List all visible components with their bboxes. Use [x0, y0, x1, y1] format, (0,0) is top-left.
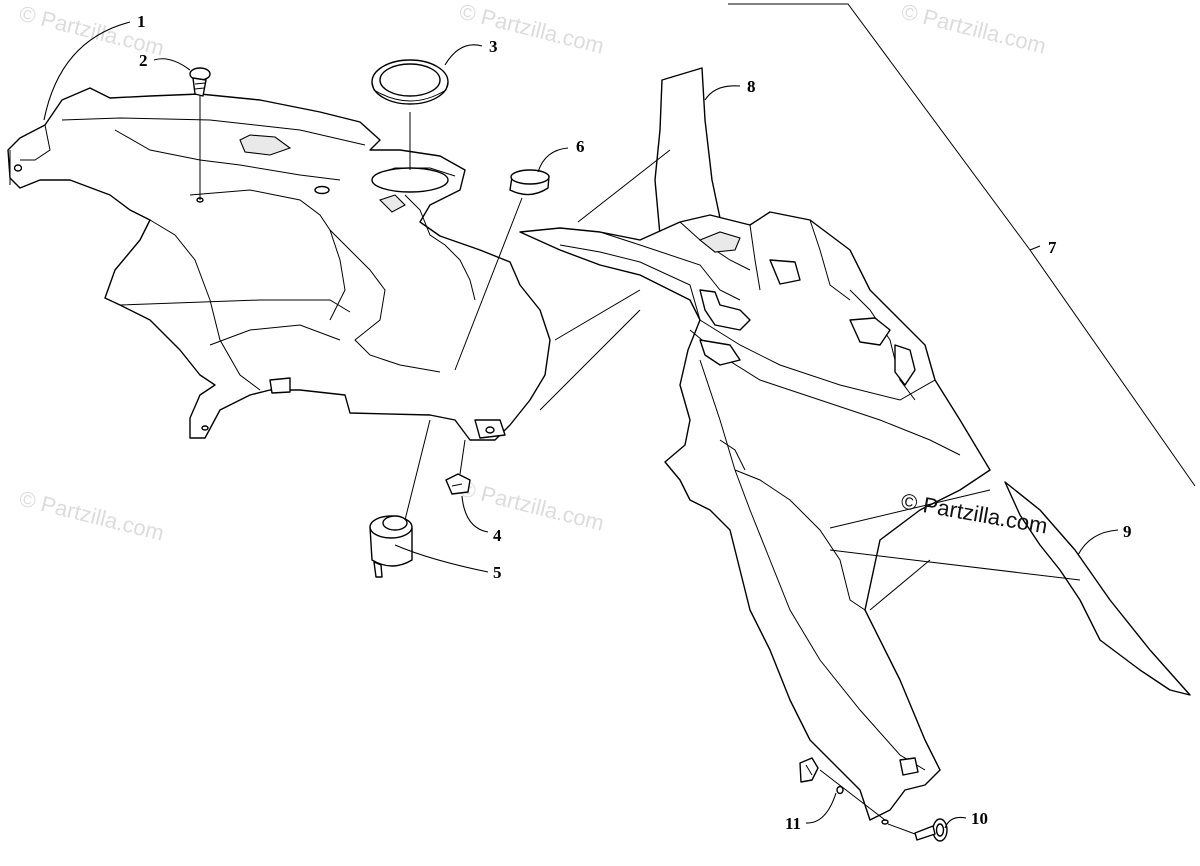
- watermark: © Partzilla.com: [899, 0, 1049, 59]
- part-7-side-panel[interactable]: [519, 211, 991, 825]
- callout-4: 4: [493, 526, 502, 545]
- part-3-ring[interactable]: [371, 59, 449, 105]
- callout-labels: 1 2 3 4 5 6 7 8 9 10 11: [137, 12, 1132, 833]
- part-1-console-panel[interactable]: [7, 87, 551, 441]
- callout-11: 11: [785, 814, 801, 833]
- callout-10: 10: [971, 809, 988, 828]
- callout-8: 8: [747, 77, 756, 96]
- callout-2: 2: [139, 51, 148, 70]
- part-11-clip[interactable]: [799, 757, 844, 795]
- callout-1: 1: [137, 12, 146, 31]
- callout-9: 9: [1123, 522, 1132, 541]
- leader-lines: [43, 21, 1119, 829]
- part-6-bushing[interactable]: [509, 169, 550, 196]
- part-2-screw[interactable]: [189, 67, 211, 97]
- part-10-bolt[interactable]: [914, 818, 948, 842]
- assembly-lines: [199, 3, 1196, 835]
- watermark: © Partzilla.com: [17, 486, 167, 546]
- part-9-flat-panel[interactable]: [1004, 481, 1191, 696]
- callout-7: 7: [1048, 238, 1057, 257]
- watermark-main: © Partzilla.com: [899, 488, 1049, 538]
- watermark: © Partzilla.com: [457, 0, 607, 59]
- callout-6: 6: [576, 137, 585, 156]
- part-5-switch[interactable]: [369, 515, 413, 578]
- watermark: © Partzilla.com: [457, 476, 607, 536]
- part-4-clip[interactable]: [445, 473, 471, 495]
- callout-5: 5: [493, 563, 502, 582]
- callout-3: 3: [489, 37, 498, 56]
